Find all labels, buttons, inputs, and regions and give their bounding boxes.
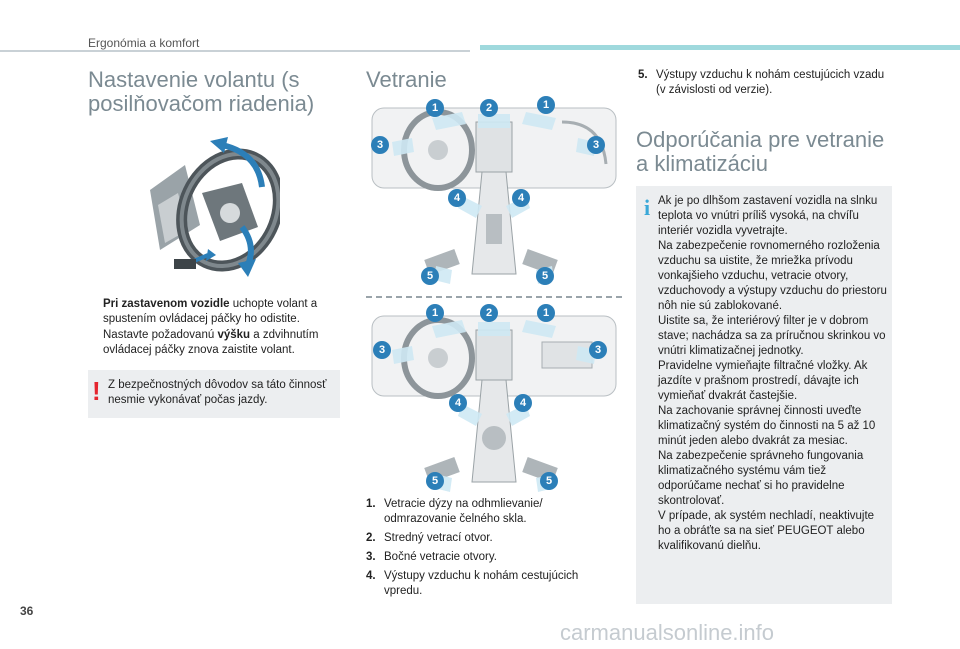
instruction-text: uchopte volant a spustením ovládacej páč… <box>103 298 318 325</box>
diagram-marker-3: 3 <box>373 341 391 359</box>
page-number: 36 <box>20 604 34 618</box>
paragraph: Ak je po dlhšom zastavení vozidla na sln… <box>658 195 878 237</box>
diagram-marker-5: 5 <box>536 267 554 285</box>
diagram-marker-5: 5 <box>426 472 444 490</box>
item-number: 4. <box>366 570 376 582</box>
diagram-marker-5: 5 <box>540 472 558 490</box>
diagram-marker-3: 3 <box>371 136 389 154</box>
paragraph: V prípade, ak systém nechladí, neaktivuj… <box>658 510 875 552</box>
ventilation-legend: 1. Vetracie dýzy na odhmlievanie/ odmrazo… <box>366 497 606 603</box>
ventilation-legend-continued: 5. Výstupy vzduchu k nohám cestujúcich vz… <box>638 68 888 102</box>
item-number: 1. <box>366 498 376 510</box>
info-icon: i <box>644 195 651 220</box>
list-item: 3. Bočné vetracie otvory. <box>366 550 606 565</box>
paragraph: Na zabezpečenie správneho fungovania kli… <box>658 450 864 507</box>
diagram-marker-1: 1 <box>426 99 444 117</box>
item-number: 5. <box>638 69 648 81</box>
dashboard-diagram-top <box>366 94 622 290</box>
diagram-marker-4: 4 <box>449 394 467 412</box>
diagram-marker-2: 2 <box>480 304 498 322</box>
diagram-marker-1: 1 <box>537 304 555 322</box>
item-text: Stredný vetrací otvor. <box>384 532 493 544</box>
diagram-marker-1: 1 <box>537 96 555 114</box>
recommendations-title: Odporúčania pre vetranie a klimatizáciu <box>636 127 885 176</box>
diagram-marker-4: 4 <box>512 189 530 207</box>
paragraph: Na zachovanie správnej činnosti uveďte k… <box>658 405 876 447</box>
item-number: 2. <box>366 532 376 544</box>
paragraph: Pravidelne vymieňajte filtračné vložky. … <box>658 360 868 402</box>
paragraph: Na zabezpečenie rovnomerného rozloženia … <box>658 240 887 312</box>
bullet-marker <box>88 328 103 358</box>
diagram-marker-1: 1 <box>426 304 444 322</box>
diagram-divider <box>366 296 622 298</box>
item-text: Bočné vetracie otvory. <box>384 551 497 563</box>
diagram-marker-4: 4 <box>448 189 466 207</box>
item-text: Výstupy vzduchu k nohám cestujúcich vzad… <box>656 69 885 96</box>
list-item: 1. Vetracie dýzy na odhmlievanie/ odmrazo… <box>366 497 606 527</box>
list-item: Nastavte požadovanú výšku a zdvihnutím o… <box>88 328 338 358</box>
warning-icon: ! <box>92 376 101 406</box>
item-number: 3. <box>366 551 376 563</box>
dashboard-diagram-bottom <box>366 302 622 498</box>
diagram-marker-2: 2 <box>480 99 498 117</box>
paragraph: Uistite sa, že interiérový filter je v d… <box>658 315 886 357</box>
list-item: 5. Výstupy vzduchu k nohám cestujúcich vz… <box>638 68 888 98</box>
item-text: Výstupy vzduchu k nohám cestujúcich vpre… <box>384 570 579 597</box>
bullet-marker <box>88 297 103 327</box>
recommendations-text: Ak je po dlhšom zastavení vozidla na sln… <box>658 194 890 554</box>
header-rule <box>0 50 470 52</box>
warning-text: Z bezpečnostných dôvodov sa táto činnosť… <box>108 379 327 406</box>
section-label: Ergonómia a komfort <box>88 36 200 50</box>
instruction-text: Nastavte požadovanú <box>103 329 218 341</box>
header-accent-bar <box>480 45 960 50</box>
list-item: 4. Výstupy vzduchu k nohám cestujúcich vp… <box>366 569 606 599</box>
bold-phrase: Pri zastavenom vozidle <box>103 298 230 310</box>
ventilation-title: Vetranie <box>366 67 447 92</box>
diagram-marker-3: 3 <box>589 341 607 359</box>
item-text: Vetracie dýzy na odhmlievanie/ odmrazova… <box>384 498 543 525</box>
steering-instructions: Pri zastavenom vozidle uchopte volant a … <box>88 297 338 359</box>
diagram-marker-4: 4 <box>514 394 532 412</box>
bold-phrase: výšku <box>217 329 251 341</box>
instruction-text: a zdvihnutím ovládacej páčky znova zaist… <box>103 329 319 356</box>
warning-box: ! Z bezpečnostných dôvodov sa táto činno… <box>88 370 340 418</box>
steering-title: Nastavenie volantu (s posilňovačom riade… <box>88 67 315 116</box>
list-item: Pri zastavenom vozidle uchopte volant a … <box>88 297 338 327</box>
steering-wheel-illustration <box>130 135 284 290</box>
list-item: 2. Stredný vetrací otvor. <box>366 531 606 546</box>
info-box: i Ak je po dlhšom zastavení vozidla na s… <box>636 186 892 604</box>
diagram-marker-5: 5 <box>421 267 439 285</box>
diagram-marker-3: 3 <box>587 136 605 154</box>
watermark: carmanualsonline.info <box>560 620 775 645</box>
